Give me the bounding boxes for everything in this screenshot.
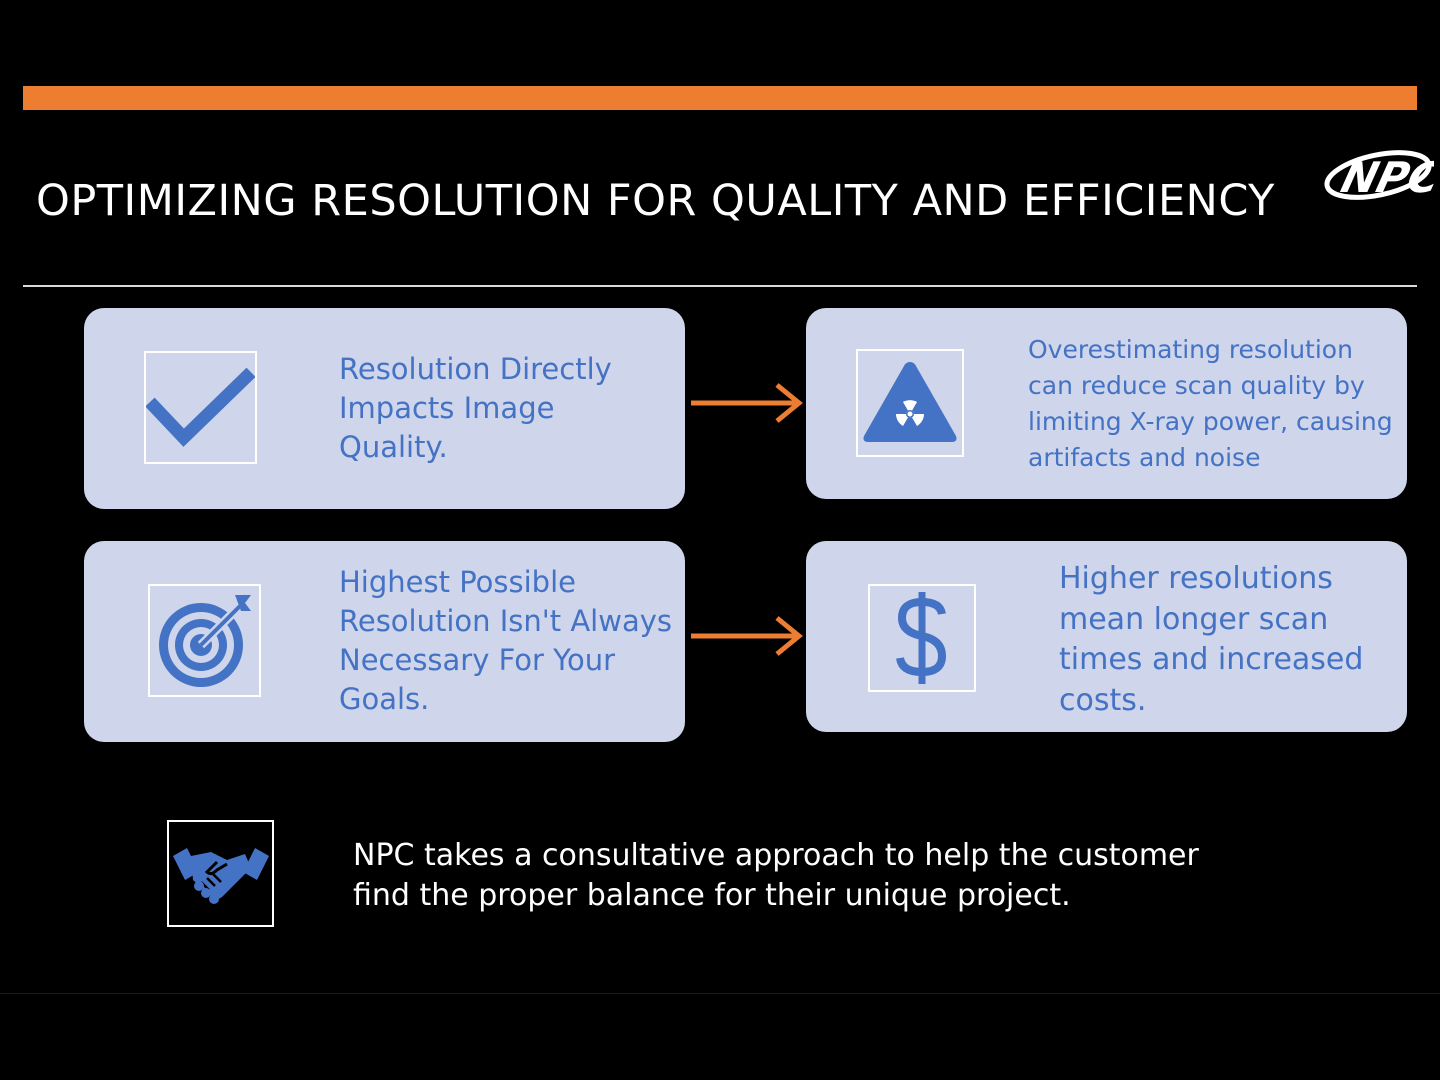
- card-overestimating: Overestimating resolution can reduce sca…: [806, 308, 1407, 499]
- svg-text:NPC: NPC: [1336, 154, 1434, 203]
- title-divider: [23, 285, 1417, 287]
- arrow-right-icon: [691, 383, 803, 423]
- npc-logo: NPC: [1322, 140, 1434, 210]
- footer-divider: [0, 993, 1440, 994]
- slide-title: OPTIMIZING RESOLUTION FOR QUALITY AND EF…: [36, 176, 1275, 226]
- target-icon: [158, 594, 251, 687]
- consultative-approach-text: NPC takes a consultative approach to hel…: [353, 838, 1199, 913]
- card-text: Higher resolutions mean longer scan time…: [1059, 561, 1364, 718]
- checkmark-icon: [146, 367, 255, 447]
- card-text: Overestimating resolution can reduce sca…: [1028, 335, 1393, 472]
- card-highest-resolution: Highest Possible Resolution Isn't Always…: [84, 541, 685, 742]
- card-text: Resolution Directly Impacts Image Qualit…: [339, 352, 612, 464]
- handshake-icon-frame: [167, 820, 274, 927]
- checkmark-icon-frame: [144, 351, 257, 464]
- card-text: Highest Possible Resolution Isn't Always…: [339, 565, 673, 716]
- radiation-warning-icon: [863, 362, 957, 442]
- dollar-icon: [896, 592, 947, 684]
- arrow-right-icon: [691, 616, 803, 656]
- radiation-warning-icon-frame: [856, 349, 964, 457]
- card-higher-resolutions: Higher resolutions mean longer scan time…: [806, 541, 1407, 732]
- handshake-icon: [172, 847, 269, 904]
- card-resolution-impact: Resolution Directly Impacts Image Qualit…: [84, 308, 685, 509]
- dollar-icon-frame: [868, 584, 976, 692]
- target-icon-frame: [148, 584, 261, 697]
- accent-bar: [23, 86, 1417, 110]
